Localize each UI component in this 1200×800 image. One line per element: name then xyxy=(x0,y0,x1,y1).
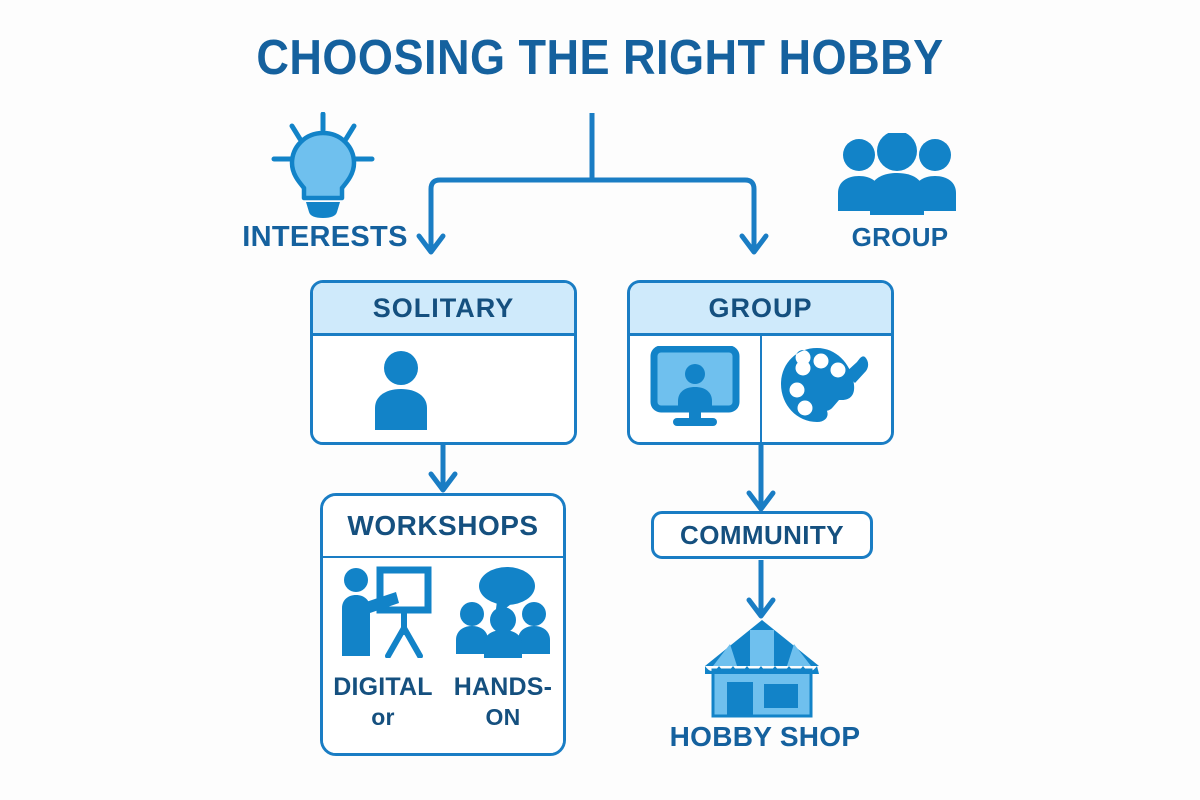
presenter-easel-icon xyxy=(334,566,432,663)
group-top-label: GROUP xyxy=(851,222,949,252)
workshops-body: DIGITAL or HANDS- ON xyxy=(323,558,563,753)
workshops-option-handson-line1: HANDS- xyxy=(453,673,553,701)
workshops-cell-digital xyxy=(323,566,443,663)
solitary-header: SOLITARY xyxy=(313,283,574,336)
people-speech-bubble-icon xyxy=(455,566,551,663)
hobby-shop-label: HOBBY SHOP xyxy=(669,721,861,752)
community-label: COMMUNITY xyxy=(680,519,844,550)
group-cell-digital xyxy=(630,336,762,442)
paint-palette-icon xyxy=(779,345,873,434)
workshops-option-digital-line1: DIGITAL xyxy=(333,673,433,701)
group-body xyxy=(630,336,891,442)
solitary-body xyxy=(313,336,574,442)
single-person-icon xyxy=(370,350,432,435)
page-title: CHOOSING THE RIGHT HOBBY xyxy=(256,31,944,85)
workshops-header: WORKSHOPS xyxy=(323,496,563,558)
workshops-option-digital: DIGITAL or xyxy=(323,672,443,731)
group-header: GROUP xyxy=(630,283,891,336)
workshops-option-handson-line2: ON xyxy=(485,703,521,730)
workshops-cell-handson xyxy=(443,566,563,663)
three-people-icon xyxy=(838,131,956,220)
node-solitary[interactable]: SOLITARY xyxy=(310,280,577,445)
workshops-option-handson: HANDS- ON xyxy=(443,672,563,731)
node-group[interactable]: GROUP xyxy=(627,280,894,445)
node-workshops[interactable]: WORKSHOPS xyxy=(320,493,566,756)
shop-storefront-icon xyxy=(700,618,824,723)
workshops-option-digital-line2: or xyxy=(371,703,395,730)
group-cell-creative xyxy=(762,336,892,442)
lightbulb-icon xyxy=(268,111,378,225)
node-community[interactable]: COMMUNITY xyxy=(651,511,873,559)
monitor-person-icon xyxy=(650,345,740,433)
interests-label: INTERESTS xyxy=(242,221,408,253)
